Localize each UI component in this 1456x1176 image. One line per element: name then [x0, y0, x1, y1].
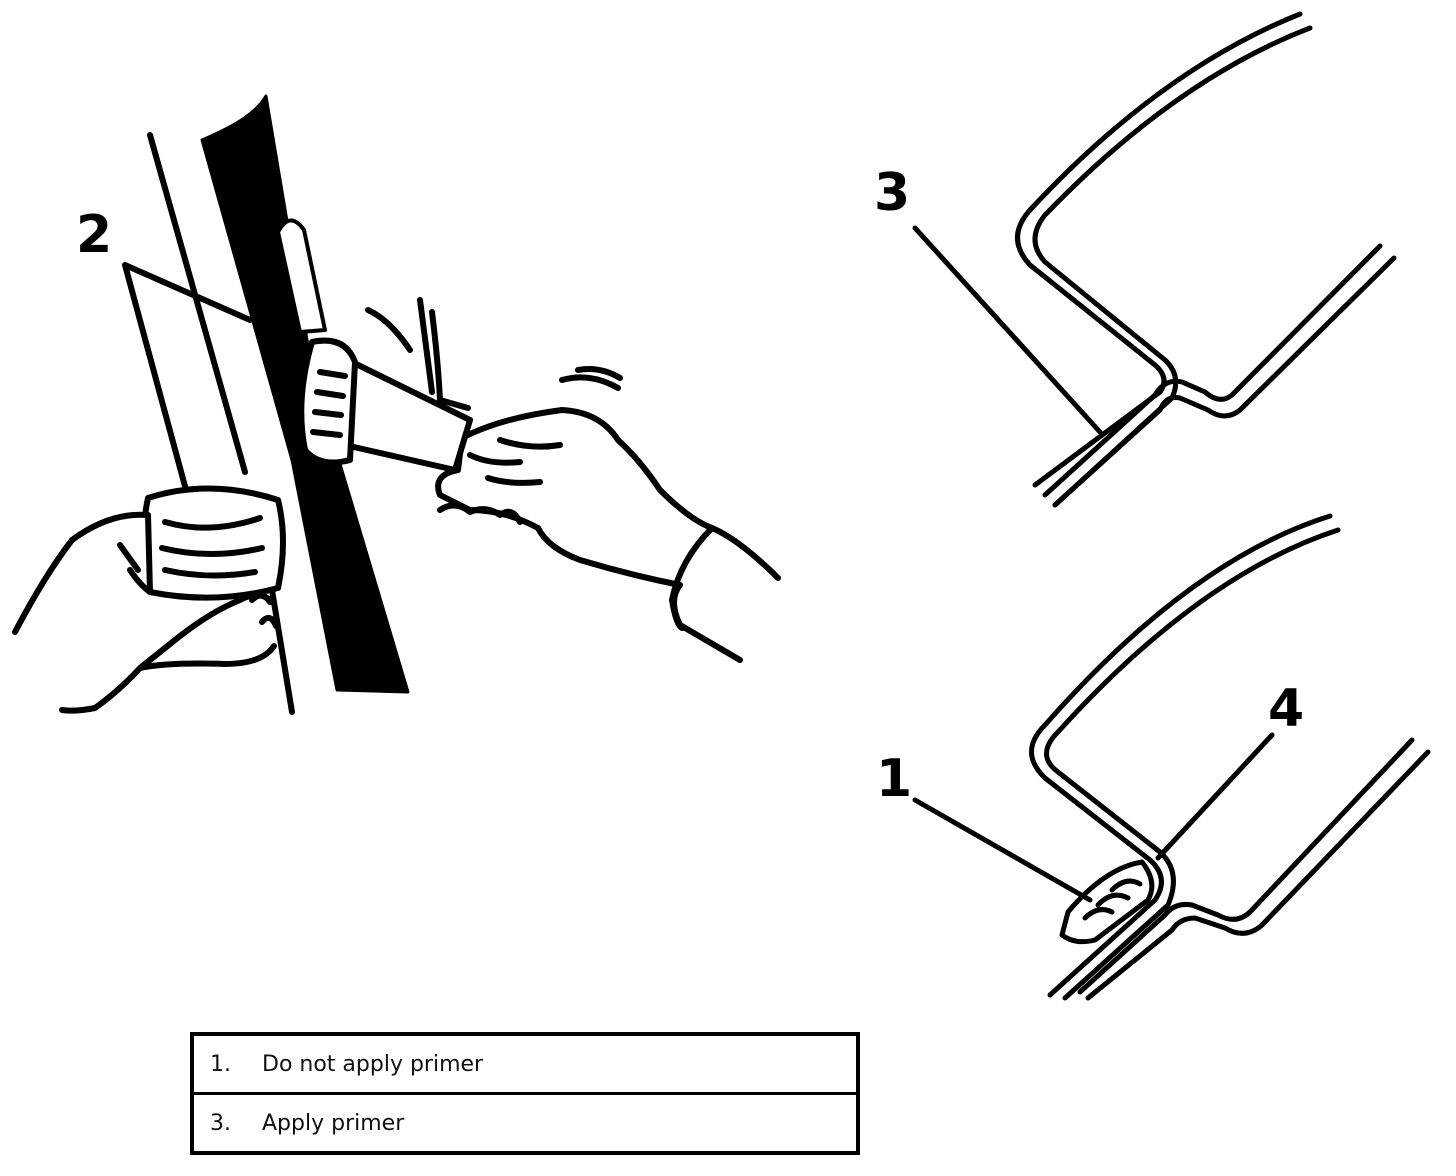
callout-1: 1 [876, 749, 912, 809]
legend-cell: 3. Apply primer [190, 1092, 860, 1155]
legend-cell: 1. Do not apply primer [190, 1032, 860, 1095]
callout-4: 4 [1268, 679, 1304, 739]
glass-edge-line [147, 132, 248, 475]
legend-text: Do not apply primer [262, 1051, 484, 1077]
front-hand-knuckles [437, 502, 523, 525]
second-edge-line [269, 587, 295, 715]
front-hand-fingers [467, 437, 563, 486]
legend-row: 3. Apply primer [190, 1092, 860, 1155]
inner-profile-line [1032, 25, 1313, 508]
legend-number: 3. [210, 1110, 231, 1136]
front-hand [435, 407, 781, 663]
lower-profile-line-b [1085, 749, 1431, 1001]
callout-3-leader [912, 225, 1103, 435]
applicator-head [298, 337, 358, 466]
legend-number: 1. [210, 1051, 231, 1077]
callout-3: 3 [874, 163, 910, 223]
legend-text: Apply primer [262, 1110, 405, 1136]
outer-profile-line [1029, 513, 1333, 998]
applicator-bristles [310, 369, 348, 438]
no-primer-zone-hatch [1082, 878, 1143, 921]
strip-slot [276, 218, 327, 334]
lower-profile-line-a [1077, 737, 1415, 995]
callout-4-leader [1155, 732, 1275, 861]
profile-do-not-apply [912, 513, 1431, 1001]
lower-profile-line-a [1042, 243, 1383, 498]
primer-cup [140, 485, 286, 601]
applicator-handle [342, 357, 473, 473]
inner-profile-line [1044, 527, 1341, 1001]
profile-apply-primer [912, 11, 1397, 508]
callout-2: 2 [76, 205, 112, 265]
legend-row: 1. Do not apply primer [190, 1032, 860, 1095]
callout-1-leader [912, 797, 1093, 903]
back-hand [12, 511, 277, 714]
legend-table: 1. Do not apply primer 3. Apply primer [190, 1032, 860, 1155]
outer-profile-line [1015, 11, 1303, 488]
motion-lines [365, 297, 623, 411]
lower-profile-line-b [1052, 255, 1397, 508]
wrist-cuff [669, 525, 715, 631]
primer-application-scene [12, 94, 781, 715]
primer-cup-stripes [159, 515, 265, 579]
